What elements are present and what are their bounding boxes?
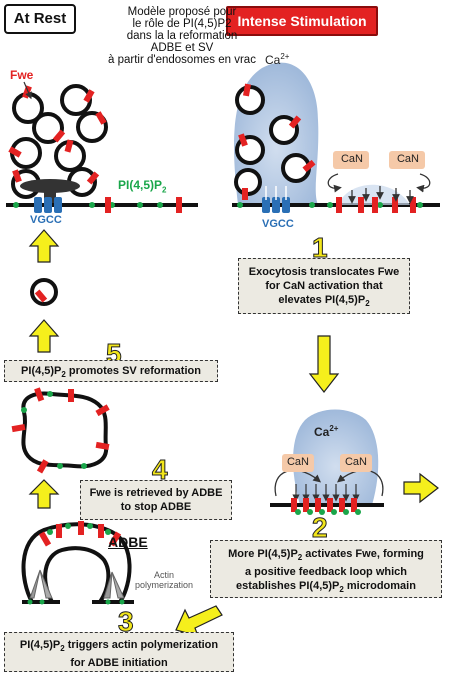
arrow-up-rest — [28, 229, 60, 263]
can-label: CaN — [344, 456, 367, 468]
step-number-2: 2 — [312, 512, 329, 544]
caption-line: dans la la reformation — [126, 30, 238, 42]
caption-line: à partir d'endosomes en vrac — [108, 54, 256, 66]
synaptic-vesicle — [269, 115, 302, 145]
bulk-endosome — [11, 387, 110, 474]
can-badges-mid — [282, 454, 372, 472]
synaptic-vesicle — [281, 153, 316, 183]
arrow-up-step4 — [28, 479, 60, 509]
synaptic-vesicle — [8, 137, 42, 169]
caption-line: Modèle proposé pour — [127, 6, 237, 18]
vgcc-channel-right — [262, 186, 290, 213]
caption-line: ADBE et SV — [150, 42, 214, 54]
synaptic-vesicle — [235, 133, 265, 165]
synaptic-vesicle — [76, 111, 108, 143]
reformed-vesicle — [30, 278, 58, 306]
intense-stimulation-label: Intense Stimulation — [226, 6, 378, 36]
caption-line: le rôle de PI(4,5)P2 — [132, 18, 232, 30]
at-rest-label: At Rest — [4, 4, 76, 34]
arrow-right-exit — [403, 472, 439, 504]
adbe-label: ADBE — [108, 534, 148, 550]
arrow-down-step1 — [308, 335, 340, 393]
can-activation-arrows-top — [327, 173, 431, 204]
fwe-pointer — [23, 81, 32, 100]
can-label: CaN — [396, 153, 419, 165]
step-4-box: Fwe is retrieved by ADBE to stop ADBE — [80, 480, 232, 520]
figure-caption: Modèle proposé pour le rôle de PI(4,5)P2… — [72, 6, 292, 66]
can-badges-top — [333, 151, 425, 169]
adbe-endosome — [21, 521, 134, 605]
can-label: CaN — [340, 153, 363, 165]
calcium-label-top: Ca2+ — [265, 52, 290, 67]
synaptic-vesicle — [234, 168, 262, 200]
step-1-box: Exocytosis translocates Fwe for CaN acti… — [238, 258, 410, 314]
fwe-label: Fwe — [10, 68, 34, 82]
step-5-box: PI(4,5)P2 promotes SV reformation — [4, 360, 218, 382]
actin-filaments — [29, 569, 125, 599]
microdomain-membrane — [270, 469, 384, 515]
stim-vesicle-cluster — [234, 83, 316, 200]
step-number-3: 3 — [118, 606, 135, 638]
can-label: CaN — [286, 456, 309, 468]
vgcc-label-right: VGCC — [262, 218, 294, 230]
step-number-4: 4 — [152, 454, 169, 486]
flow-arrows — [28, 229, 439, 637]
rest-vesicle-cluster — [8, 84, 108, 199]
synaptic-vesicle — [54, 139, 86, 172]
calcium-label-mid: Ca2+ — [314, 424, 339, 439]
step-2-box: More PI(4,5)P2 activates Fwe, forming a … — [210, 540, 442, 598]
step-number-1: 1 — [312, 232, 329, 264]
synaptic-vesicle — [60, 84, 95, 116]
pip2-label: PI(4,5)P2 — [118, 178, 167, 195]
step-3-box: PI(4,5)P2 triggers actin polymerization … — [4, 632, 234, 672]
vgcc-channel-left — [34, 197, 62, 213]
synaptic-vesicle — [32, 112, 66, 144]
arrow-up-step5 — [28, 319, 60, 353]
synaptic-vesicle — [235, 83, 265, 115]
vgcc-label-left: VGCC — [30, 214, 62, 226]
